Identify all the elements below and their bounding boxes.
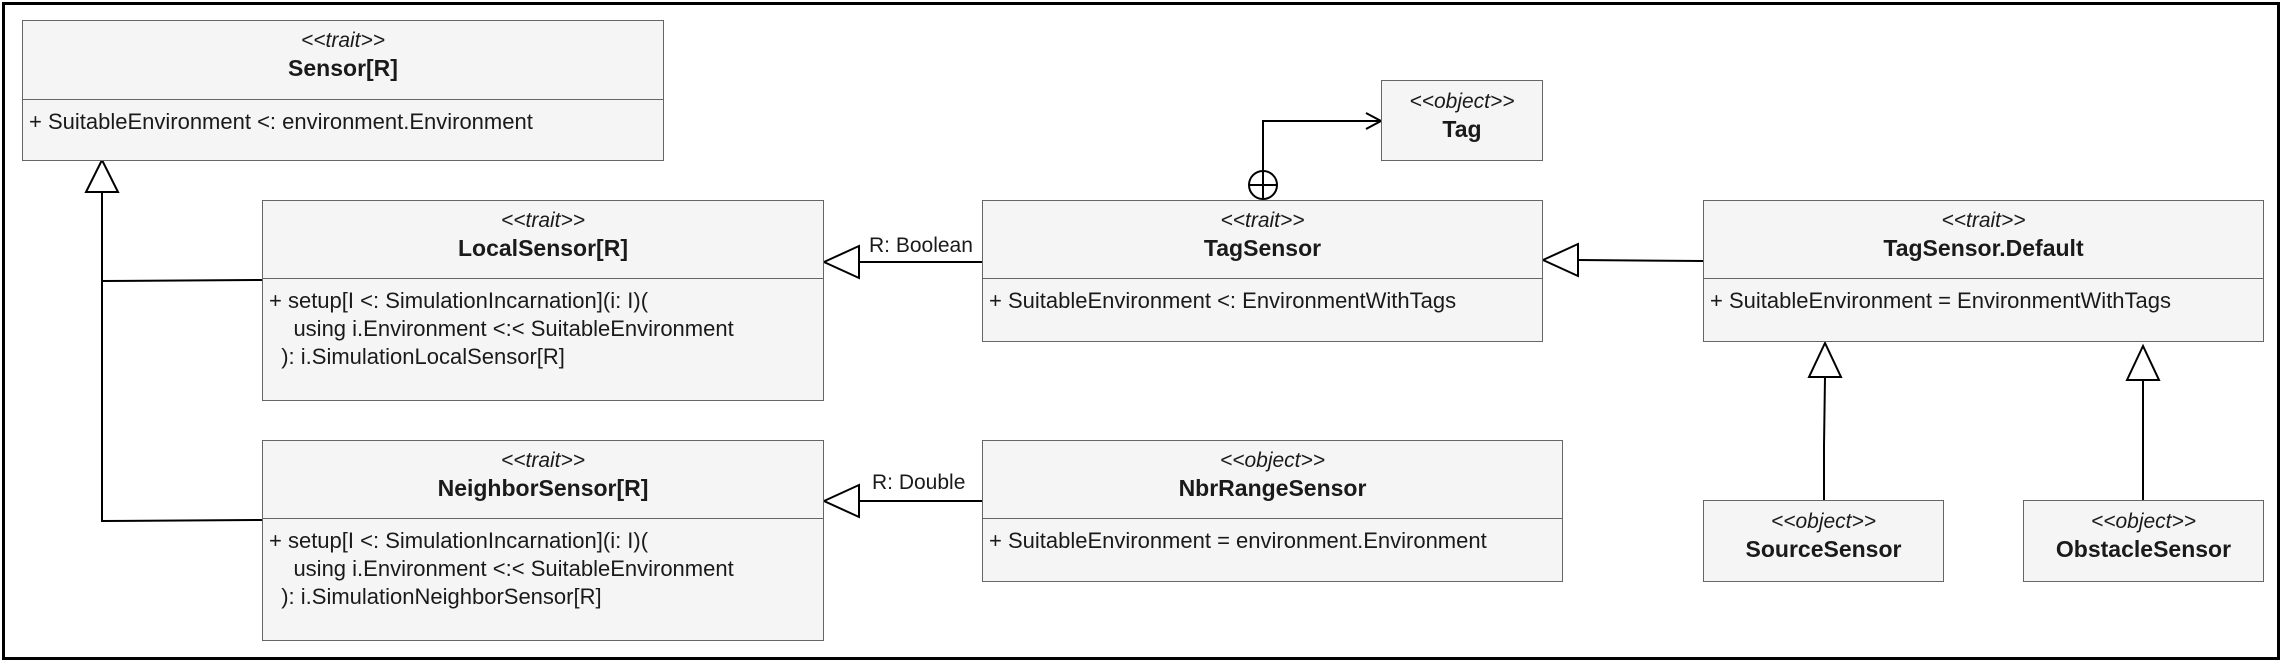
stereotype-label: <<trait>> — [500, 449, 586, 472]
class-local-sensor[interactable]: <<trait>> LocalSensor[R] + setup[I <: Si… — [262, 200, 824, 401]
member: + SuitableEnvironment <: EnvironmentWith… — [989, 288, 1457, 313]
member: + SuitableEnvironment = environment.Envi… — [989, 528, 1487, 553]
class-name: NbrRangeSensor — [1178, 475, 1367, 501]
relation-label-r-double: R: Double — [872, 471, 966, 495]
generalization-arrowhead-obstacle — [2125, 343, 2161, 381]
containment-line-tag — [1262, 120, 1380, 171]
relation-label-r-boolean: R: Boolean — [869, 234, 973, 258]
realization-arrowhead-local-sensor — [821, 244, 860, 280]
stereotype-label: <<trait>> — [1220, 209, 1305, 232]
generalization-line-local-sensor — [101, 192, 263, 283]
stereotype-label: <<object>> — [2090, 510, 2197, 533]
realization-arrowhead-neighbor-sensor — [821, 483, 860, 519]
member: ): i.SimulationLocalSensor[R] — [269, 344, 565, 369]
class-members: + setup[I <: SimulationIncarnation](i: I… — [263, 279, 823, 371]
class-tag-sensor[interactable]: <<trait>> TagSensor + SuitableEnvironmen… — [982, 200, 1543, 342]
class-tag[interactable]: <<object>> Tag — [1381, 80, 1543, 161]
class-name: SourceSensor — [1745, 536, 1902, 562]
class-sensor[interactable]: <<trait>> Sensor[R] + SuitableEnvironmen… — [22, 20, 664, 161]
class-tag-sensor-default[interactable]: <<trait>> TagSensor.Default + SuitableEn… — [1703, 200, 2264, 342]
class-name: ObstacleSensor — [2055, 536, 2232, 562]
class-nbr-range-sensor[interactable]: <<object>> NbrRangeSensor + SuitableEnvi… — [982, 440, 1563, 582]
stereotype-label: <<object>> — [1219, 449, 1326, 472]
generalization-arrowhead-tag-sensor — [1540, 242, 1579, 278]
member: + SuitableEnvironment <: environment.Env… — [29, 109, 533, 134]
class-members: + SuitableEnvironment <: EnvironmentWith… — [983, 279, 1542, 315]
class-name: Sensor[R] — [288, 55, 398, 81]
class-members: + SuitableEnvironment = environment.Envi… — [983, 519, 1562, 555]
class-name: NeighborSensor[R] — [437, 475, 649, 501]
stereotype-label: <<object>> — [1409, 90, 1515, 113]
stereotype-label: <<object>> — [1770, 510, 1877, 533]
stereotype-label: <<trait>> — [1941, 209, 2026, 232]
member: using i.Environment <:< SuitableEnvironm… — [269, 556, 734, 581]
class-name: Tag — [1442, 116, 1482, 142]
class-neighbor-sensor[interactable]: <<trait>> NeighborSensor[R] + setup[I <:… — [262, 440, 824, 641]
class-members: + setup[I <: SimulationIncarnation](i: I… — [263, 519, 823, 611]
class-members: + SuitableEnvironment <: environment.Env… — [23, 100, 663, 136]
stereotype-label: <<trait>> — [300, 29, 386, 52]
class-name: TagSensor — [1203, 235, 1322, 261]
stereotype-label: <<trait>> — [500, 209, 586, 232]
class-name: TagSensor.Default — [1883, 235, 2084, 261]
generalization-arrowhead-source — [1807, 340, 1843, 378]
member: + SuitableEnvironment = EnvironmentWithT… — [1710, 288, 2172, 313]
member: using i.Environment <:< SuitableEnvironm… — [269, 316, 734, 341]
class-obstacle-sensor[interactable]: <<object>> ObstacleSensor — [2023, 500, 2264, 582]
class-source-sensor[interactable]: <<object>> SourceSensor — [1703, 500, 1944, 582]
generalization-arrowhead-sensor — [84, 157, 120, 193]
generalization-line-neighbor-sensor — [101, 281, 263, 523]
class-members: + SuitableEnvironment = EnvironmentWithT… — [1704, 279, 2263, 315]
member: ): i.SimulationNeighborSensor[R] — [269, 584, 602, 609]
generalization-line-tag-sensor-default — [1577, 259, 1704, 262]
generalization-line-source-sensor — [1823, 376, 1826, 500]
member: + setup[I <: SimulationIncarnation](i: I… — [269, 528, 649, 553]
class-name: LocalSensor[R] — [458, 235, 628, 261]
member: + setup[I <: SimulationIncarnation](i: I… — [269, 288, 649, 313]
